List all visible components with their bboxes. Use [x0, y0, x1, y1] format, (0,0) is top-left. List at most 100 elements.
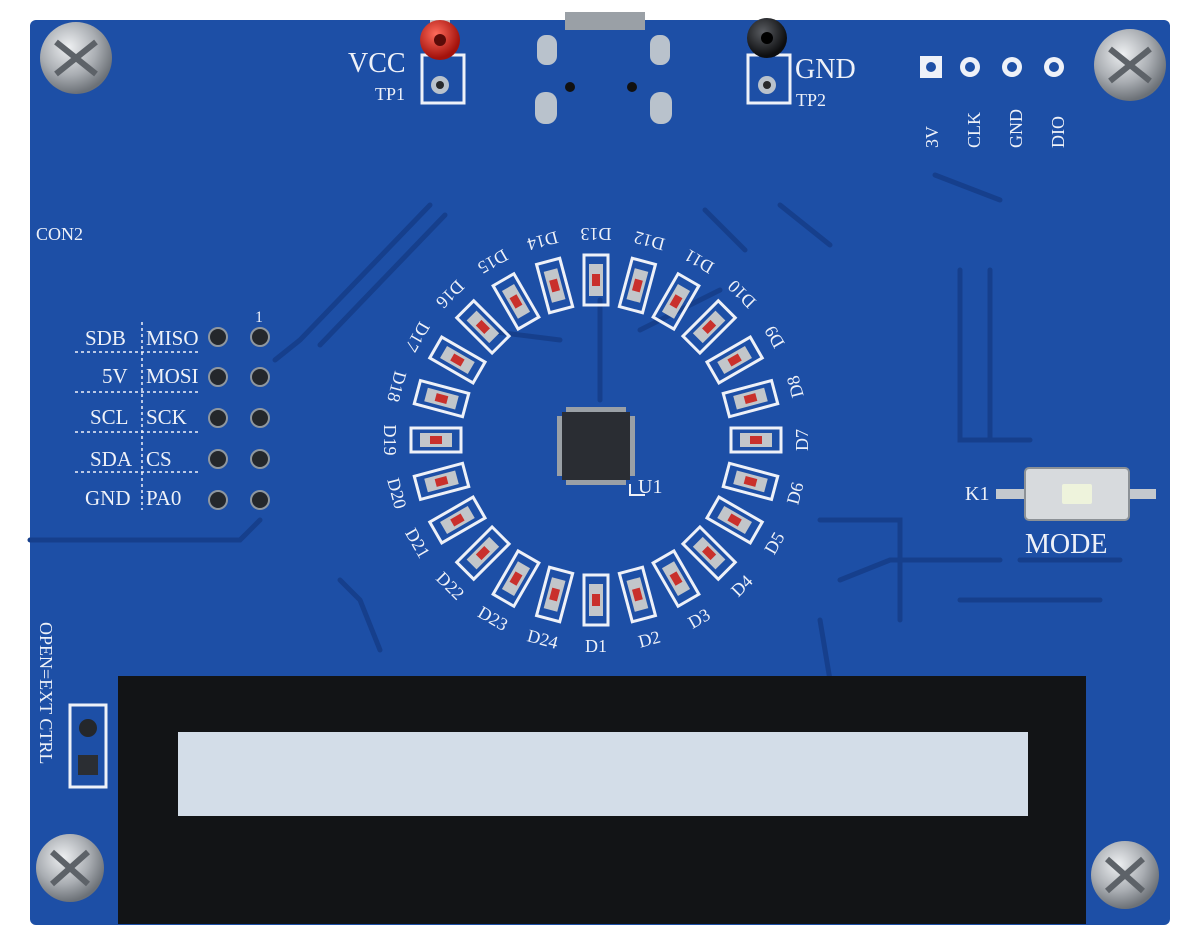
test-point-gnd[interactable] — [746, 18, 792, 105]
con2-right-labels: MISO MOSI SCK CS PA0 — [146, 326, 199, 510]
led-footprint — [680, 298, 738, 356]
led-d13 — [582, 253, 610, 307]
vcc-label: VCC — [348, 48, 406, 79]
led-footprint — [617, 256, 658, 315]
led-footprint — [534, 256, 575, 315]
con2-label-miso: MISO — [146, 326, 199, 350]
led-footprint — [704, 495, 765, 545]
con2-label: CON2 — [36, 224, 83, 244]
led-emitter — [430, 436, 442, 444]
led-d7 — [729, 426, 783, 454]
led-d5 — [704, 495, 765, 545]
tp2-label: TP2 — [796, 90, 826, 110]
led-emitter — [592, 274, 600, 286]
microcontroller-chip — [557, 407, 645, 496]
con2-label-gnd: GND — [85, 486, 131, 510]
led-d6 — [721, 461, 780, 502]
mode-button[interactable] — [996, 467, 1156, 521]
led-emitter — [743, 475, 758, 487]
led-emitter — [475, 319, 490, 334]
gnd-label: GND — [795, 54, 856, 85]
led-footprint — [409, 426, 463, 454]
con2-label-5v: 5V — [102, 364, 128, 388]
led-d9 — [704, 335, 765, 385]
led-d12 — [617, 256, 658, 315]
led-footprint — [427, 495, 488, 545]
led-emitter — [434, 393, 449, 405]
led-footprint — [491, 271, 541, 332]
led-d4 — [680, 524, 738, 582]
led-emitter — [450, 513, 465, 527]
led-d20 — [412, 461, 471, 502]
led-emitter — [631, 278, 643, 293]
led-emitter — [669, 571, 683, 586]
con2-label-sda: SDA — [90, 447, 133, 471]
led-emitter — [509, 571, 523, 586]
led-label-d13: D13 — [581, 224, 612, 244]
screw-top-right — [1094, 29, 1166, 101]
chip-label-u1: U1 — [638, 476, 662, 498]
led-d3 — [651, 548, 701, 609]
led-footprint — [454, 298, 512, 356]
led-footprint — [534, 565, 575, 624]
led-footprint — [582, 253, 610, 307]
led-footprint — [412, 461, 471, 502]
header-pin-clk: CLK — [964, 112, 984, 148]
led-emitter — [434, 475, 449, 487]
led-d23 — [491, 548, 541, 609]
screw-top-left — [40, 22, 112, 94]
header-pin-dio: DIO — [1048, 116, 1068, 148]
ext-ctrl-jumper[interactable] — [68, 703, 108, 789]
led-emitter — [592, 594, 600, 606]
con2-pin1-label: 1 — [255, 309, 263, 326]
usb-mount-pads — [535, 35, 672, 124]
led-footprint — [680, 524, 738, 582]
led-emitter — [702, 319, 717, 334]
con2-label-scl: SCL — [90, 405, 129, 429]
con2-dividers — [75, 322, 200, 510]
led-footprint — [721, 461, 780, 502]
con2-label-cs: CS — [146, 447, 172, 471]
button-ref-k1: K1 — [965, 483, 989, 505]
test-point-vcc[interactable] — [420, 20, 466, 105]
led-d22 — [454, 524, 512, 582]
led-d16 — [454, 298, 512, 356]
jumper-label: OPEN=EXT CTRL — [36, 622, 56, 764]
led-d2 — [617, 565, 658, 624]
led-footprint — [704, 335, 765, 385]
led-emitter — [727, 353, 742, 367]
led-footprint — [491, 548, 541, 609]
led-footprint — [582, 573, 610, 627]
con2-label-mosi: MOSI — [146, 364, 199, 388]
led-d1 — [582, 573, 610, 627]
led-emitter — [631, 587, 643, 602]
led-emitter — [549, 278, 561, 293]
con2-label-sck: SCK — [146, 405, 187, 429]
led-d18 — [412, 378, 471, 419]
con2-header-pins[interactable] — [208, 327, 270, 510]
led-d14 — [534, 256, 575, 315]
led-emitter — [727, 513, 742, 527]
led-footprint — [617, 565, 658, 624]
led-d24 — [534, 565, 575, 624]
led-footprint — [721, 378, 780, 419]
led-footprint — [651, 548, 701, 609]
led-emitter — [509, 294, 523, 309]
lcd-window — [178, 732, 1028, 816]
con2-label-sdb: SDB — [85, 326, 126, 350]
led-label-d7: D7 — [792, 429, 812, 451]
led-d8 — [721, 378, 780, 419]
pcb-traces — [27, 172, 1123, 683]
led-footprint — [651, 271, 701, 332]
programming-header[interactable] — [920, 56, 1064, 78]
led-emitter — [549, 587, 561, 602]
led-emitter — [669, 294, 683, 309]
led-emitter — [450, 353, 465, 367]
led-footprint — [729, 426, 783, 454]
screw-bottom-left — [36, 834, 104, 902]
led-emitter — [475, 546, 490, 561]
led-d10 — [680, 298, 738, 356]
led-footprint — [412, 378, 471, 419]
led-emitter — [743, 393, 758, 405]
